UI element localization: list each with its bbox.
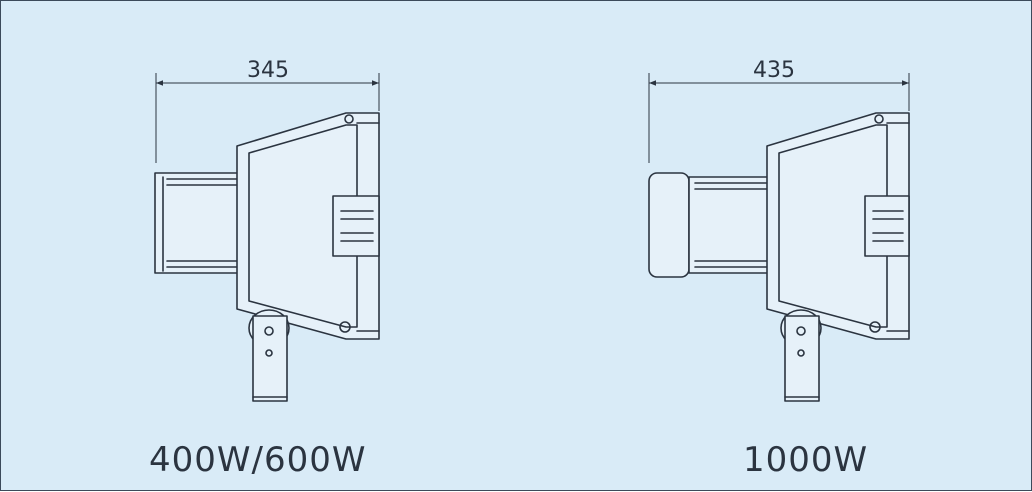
- caption-400w-600w: 400W/600W: [149, 440, 366, 480]
- dimension-line-435: 435: [648, 58, 910, 163]
- dimension-345-label: 345: [247, 58, 289, 83]
- dimension-line-345: 345: [155, 58, 380, 163]
- fixture-400-600w: 345 400W/600W: [149, 58, 380, 480]
- fixture-1000w: 435 1000W: [648, 58, 910, 480]
- caption-1000w: 1000W: [743, 440, 868, 480]
- dimension-435-label: 435: [753, 58, 795, 83]
